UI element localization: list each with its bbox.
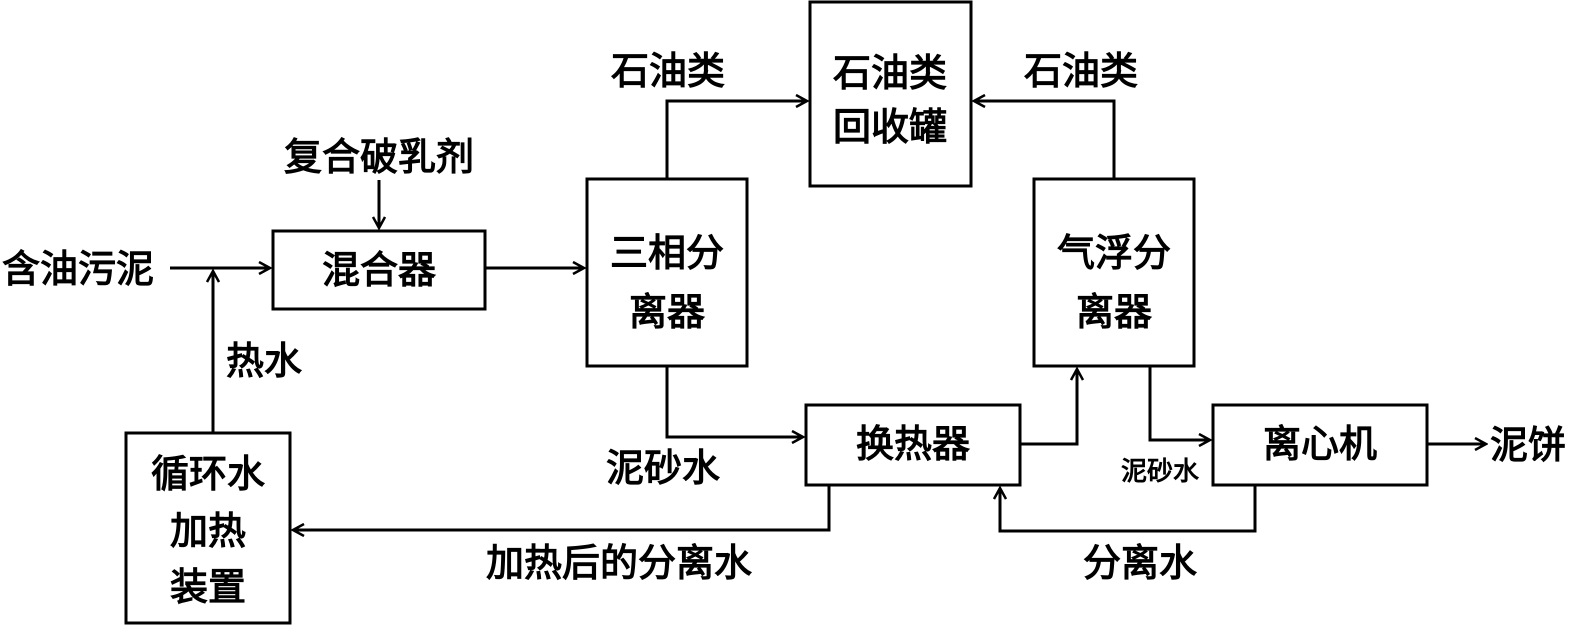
mixer-box: 混合器 [271,229,487,311]
air-flotation-separator-box: 气浮分 离器 [1032,177,1196,368]
circulating-water-heater-label-line1: 循环水 [151,452,266,496]
centrifuge-to-heat-exchanger-arrow [1000,485,1257,533]
separated-water-label: 分离水 [1083,541,1198,585]
heat-exchanger-box: 换热器 [804,403,1022,487]
heat-exchanger-to-flotation-arrow [1020,369,1077,446]
petroleum-label-right: 石油类 [1024,49,1138,93]
oil-recovery-tank-label-line1: 石油类 [833,51,947,95]
heat-exchanger-to-heater-arrow [293,485,831,530]
oily-sludge-label: 含油污泥 [2,247,154,291]
sandy-water-label-right: 泥砂水 [1121,457,1200,487]
mud-cake-label: 泥饼 [1490,423,1566,467]
air-flotation-separator-label-line1: 气浮分 [1057,231,1171,275]
heated-separated-water-label: 加热后的分离水 [486,541,753,585]
sandy-water-label-left: 泥砂水 [606,446,721,490]
separator-to-heat-exchanger-arrow [665,366,803,437]
demulsifier-label: 复合破乳剂 [284,135,474,179]
centrifuge-box: 离心机 [1211,403,1429,487]
circulating-water-heater-label-line3: 装置 [170,565,246,609]
three-phase-separator-label-line2: 离器 [629,290,706,334]
air-flotation-separator-label-line2: 离器 [1076,290,1153,334]
circulating-water-heater-box: 循环水 加热 装置 [124,431,292,625]
separator-to-oil-tank-arrow [665,101,807,179]
flotation-to-oil-tank-arrow [974,101,1116,179]
oil-recovery-tank-label-line2: 回收罐 [833,105,947,149]
heat-exchanger-label: 换热器 [856,422,971,466]
three-phase-separator-label-line1: 三相分 [610,231,724,275]
centrifuge-label: 离心机 [1263,422,1377,466]
mixer-label: 混合器 [322,248,437,292]
flotation-to-centrifuge-arrow [1148,366,1210,440]
hot-water-label: 热水 [226,339,303,383]
oil-recovery-tank-box: 石油类 回收罐 [808,0,973,188]
circulating-water-heater-label-line2: 加热 [170,509,246,553]
petroleum-label-left: 石油类 [611,49,725,93]
three-phase-separator-box: 三相分 离器 [585,177,749,368]
